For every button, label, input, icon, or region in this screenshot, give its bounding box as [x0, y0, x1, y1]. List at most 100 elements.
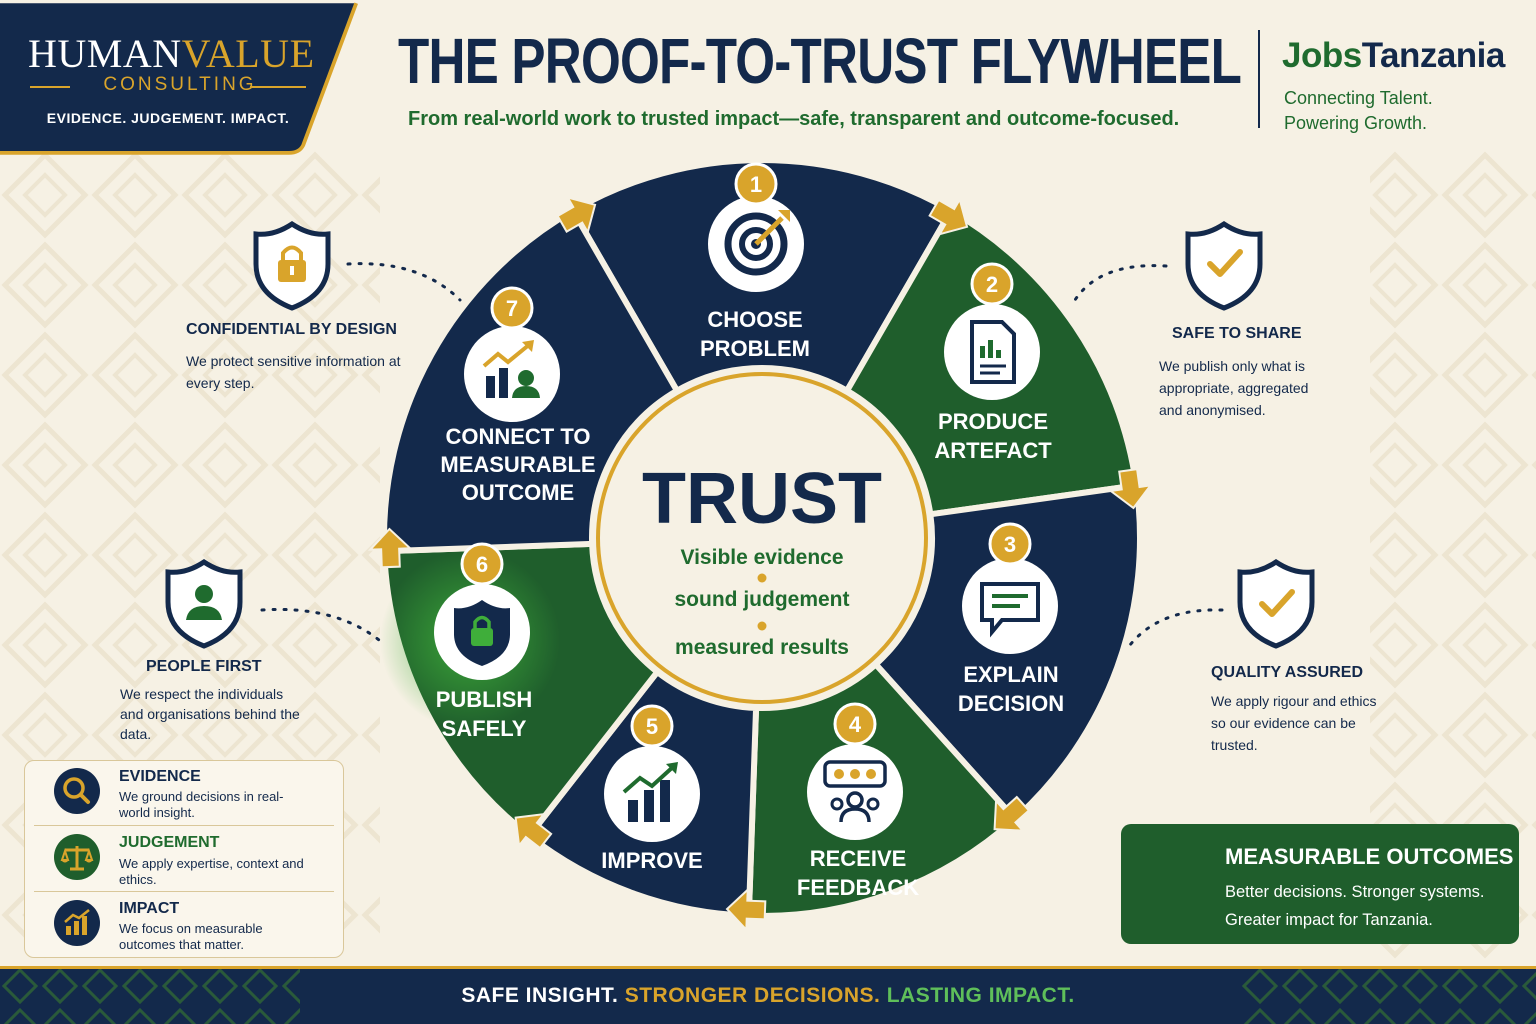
- callout-quality-text: We apply rigour and ethics so our eviden…: [1211, 693, 1377, 753]
- partner-tagline-1: Connecting Talent.: [1284, 88, 1433, 108]
- footer-part3: LASTING IMPACT.: [886, 984, 1075, 1007]
- rating-people-icon: [807, 744, 903, 840]
- footer-part2: STRONGER DECISIONS.: [624, 984, 887, 1007]
- hub-dot-2: [757, 573, 767, 583]
- outcomes-text: Better decisions. Stronger systems. Great…: [1225, 878, 1485, 934]
- connector-people: [260, 607, 387, 647]
- step-7-line1: CONNECT TO: [445, 424, 591, 449]
- callout-quality-title: QUALITY ASSURED: [1211, 664, 1364, 681]
- speech-bubble-icon: [962, 558, 1058, 654]
- step-6-label: PUBLISH SAFELY: [384, 685, 584, 743]
- step-6-line2: SAFELY: [441, 716, 527, 741]
- connector-confidential: [346, 262, 462, 302]
- brand-sub: CONSULTING: [103, 74, 257, 95]
- growth-person-icon: [464, 326, 560, 422]
- step-1-line2: PROBLEM: [700, 336, 810, 361]
- step-badge-1: 1: [734, 162, 778, 206]
- legend-divider-2: [34, 891, 334, 892]
- connector-quality: [1128, 608, 1224, 647]
- step-number-5: 5: [646, 714, 658, 739]
- step-5-line1: IMPROVE: [601, 848, 703, 873]
- flywheel-badges: 1 2 3 4 5 6 7: [460, 162, 1032, 748]
- step-7-label: CONNECT TO MEASURABLE OUTCOME: [418, 423, 618, 507]
- callout-safe-text: We publish only what is appropriate, agg…: [1159, 358, 1309, 418]
- legend-impact-text: We focus on measurable outcomes that mat…: [119, 921, 263, 952]
- step-6-line1: PUBLISH: [435, 687, 533, 712]
- flow-arrow-1: [556, 195, 597, 235]
- bar-chart-icon: [64, 909, 90, 935]
- hub-title: TRUST: [642, 459, 882, 539]
- step-badge-4: 4: [833, 702, 877, 746]
- measurable-outcomes-box: [1121, 824, 1519, 944]
- flow-arrow-6: [514, 812, 553, 850]
- hub-line-3: measured results: [675, 636, 849, 659]
- lock-shield-icon: [253, 220, 331, 311]
- step-badge-6: 6: [460, 542, 504, 586]
- flywheel-icons: [434, 196, 1058, 842]
- flow-arrow-7: [367, 527, 413, 569]
- legend-impact-badge: [54, 900, 100, 946]
- magnifier-icon: [63, 777, 90, 804]
- hub-line-1: Visible evidence: [680, 546, 844, 569]
- scales-icon: [60, 846, 94, 871]
- legend-impact-title: IMPACT: [119, 900, 180, 917]
- legend-judgement-text: We apply expertise, context and ethics.: [119, 856, 304, 887]
- legend-evidence-text: We ground decisions in real-world insigh…: [119, 789, 284, 820]
- brand-name-part1: HUMAN: [28, 31, 182, 76]
- brand-tagline: EVIDENCE. JUDGEMENT. IMPACT.: [46, 110, 290, 126]
- step-3-line2: DECISION: [957, 691, 1065, 716]
- flow-arrow-4: [993, 795, 1031, 832]
- outcomes-title: MEASURABLE OUTCOMES: [1225, 844, 1514, 869]
- step-3-line1: EXPLAIN: [963, 662, 1059, 687]
- footer-part1: SAFE INSIGHT.: [461, 984, 625, 1007]
- document-chart-icon: [944, 304, 1040, 400]
- callout-people-title: PEOPLE FIRST: [146, 658, 262, 675]
- brand-name-part2: VALUE: [181, 31, 315, 76]
- step-number-1: 1: [750, 172, 762, 197]
- outcomes-line1: Better decisions. Stronger systems.: [1225, 883, 1485, 901]
- brand-divider-right: [250, 86, 306, 88]
- callout-confidential-title: CONFIDENTIAL BY DESIGN: [186, 321, 397, 338]
- step-1-label: CHOOSE PROBLEM: [655, 305, 855, 363]
- target-icon: [708, 196, 804, 292]
- footer-tagline: SAFE INSIGHT. STRONGER DECISIONS. LASTIN…: [0, 984, 1536, 1008]
- step-badge-3: 3: [988, 522, 1032, 566]
- step-number-7: 7: [506, 296, 518, 321]
- step-1-line1: CHOOSE: [707, 307, 803, 332]
- brand-name: HUMANVALUE: [28, 30, 315, 77]
- step-number-6: 6: [476, 552, 488, 577]
- connector-safe: [1073, 264, 1168, 302]
- flywheel-arrows: [367, 195, 1153, 933]
- partner-name-part2: Tanzania: [1361, 36, 1506, 75]
- legend-evidence-badge: [54, 768, 100, 814]
- flow-arrow-2: [928, 196, 969, 236]
- step-4-line2: FEEDBACK: [796, 875, 920, 900]
- legend-judgement-title: JUDGEMENT: [119, 834, 220, 851]
- step-7-line3: OUTCOME: [461, 480, 575, 505]
- header-divider: [1258, 30, 1260, 128]
- hub-dot-1: [757, 621, 767, 631]
- legend-evidence-title: EVIDENCE: [119, 768, 201, 785]
- partner-tagline-2: Powering Growth.: [1284, 113, 1428, 133]
- shield-lock-icon: [434, 584, 530, 680]
- page-title: THE PROOF-TO-TRUST FLYWHEEL: [398, 25, 1242, 97]
- footer-pattern: [0, 966, 1536, 1024]
- step-number-3: 3: [1004, 532, 1016, 557]
- step-7-line2: MEASURABLE: [440, 452, 596, 477]
- step-number-2: 2: [986, 272, 998, 297]
- page-subtitle: From real-world work to trusted impact—s…: [408, 108, 1180, 130]
- trust-hub: [596, 372, 928, 704]
- legend-judgement-badge: [54, 834, 100, 880]
- callout-confidential-text: We protect sensitive information at ever…: [186, 353, 401, 391]
- callout-safe-title: SAFE TO SHARE: [1172, 325, 1302, 342]
- brand-divider-left: [30, 86, 70, 88]
- flow-arrow-3: [1108, 468, 1153, 510]
- brand-panel: [0, 2, 358, 155]
- step-badge-7: 7: [490, 286, 534, 330]
- check-shield-icon: [1185, 220, 1263, 311]
- step-badge-2: 2: [970, 262, 1014, 306]
- person-shield-icon: [165, 558, 243, 649]
- outcomes-line2: Greater impact for Tanzania.: [1225, 911, 1433, 929]
